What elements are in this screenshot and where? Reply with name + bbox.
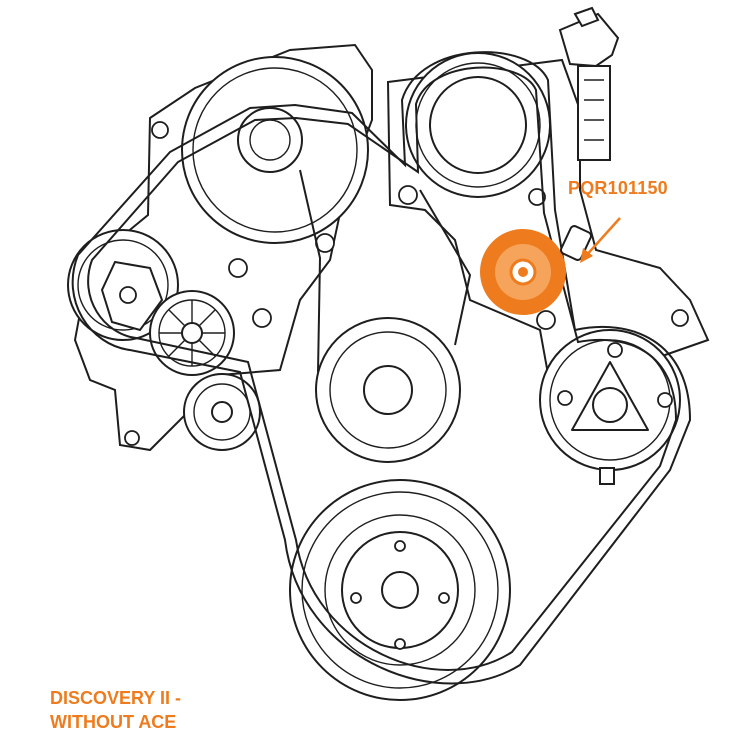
water-pump-pulley-rim <box>329 331 447 449</box>
callout-arrow <box>580 217 621 263</box>
crankshaft-pulley-rim <box>301 491 499 689</box>
alternator-ring <box>192 67 358 233</box>
bracket-bolt <box>671 309 689 327</box>
tensioner-pivot <box>119 286 137 304</box>
crankshaft-bolt-hole <box>394 638 406 650</box>
ac-mount-tab <box>599 467 615 485</box>
crankshaft-bolt <box>381 571 419 609</box>
small-idler-hub <box>211 401 233 423</box>
bracket-bolt <box>151 121 169 139</box>
caption-line-2: WITHOUT ACE <box>50 712 177 732</box>
bracket-bolt <box>398 185 418 205</box>
bracket-bolt <box>124 430 140 446</box>
crankshaft-pulley-groove <box>324 514 476 666</box>
bracket-bolt <box>228 258 248 278</box>
bracket-bolt <box>252 308 272 328</box>
water-pump-pulley-hub <box>363 365 413 415</box>
part-number-label: PQR101150 <box>568 178 668 198</box>
idler-pulley-hub <box>181 322 203 344</box>
caption-line-1: DISCOVERY II - <box>50 688 182 708</box>
crankshaft-bolt-hole <box>350 592 362 604</box>
tensioner-pulley-rim <box>77 239 169 331</box>
highlighted-tensioner-pulley <box>480 229 566 315</box>
alternator-pulley <box>237 107 303 173</box>
highlighted-pulley-bolt <box>518 267 528 277</box>
ac-bolt <box>607 342 623 358</box>
ac-bolt <box>657 392 673 408</box>
power-steering-pulley-hub <box>429 76 527 174</box>
ac-bolt <box>557 390 573 406</box>
crankshaft-bolt-hole <box>438 592 450 604</box>
drive-belt-inner <box>87 66 678 671</box>
power-steering-fitting <box>558 6 620 161</box>
bracket-bolt <box>528 188 546 206</box>
drive-belt-outer <box>71 51 692 685</box>
bracket-bolt <box>536 310 556 330</box>
diagram-caption: DISCOVERY II - WITHOUT ACE <box>50 686 181 734</box>
belt-run <box>299 169 322 373</box>
belt-run <box>419 189 472 346</box>
ac-compressor-hub <box>592 387 628 423</box>
crankshaft-bolt-hole <box>394 540 406 552</box>
